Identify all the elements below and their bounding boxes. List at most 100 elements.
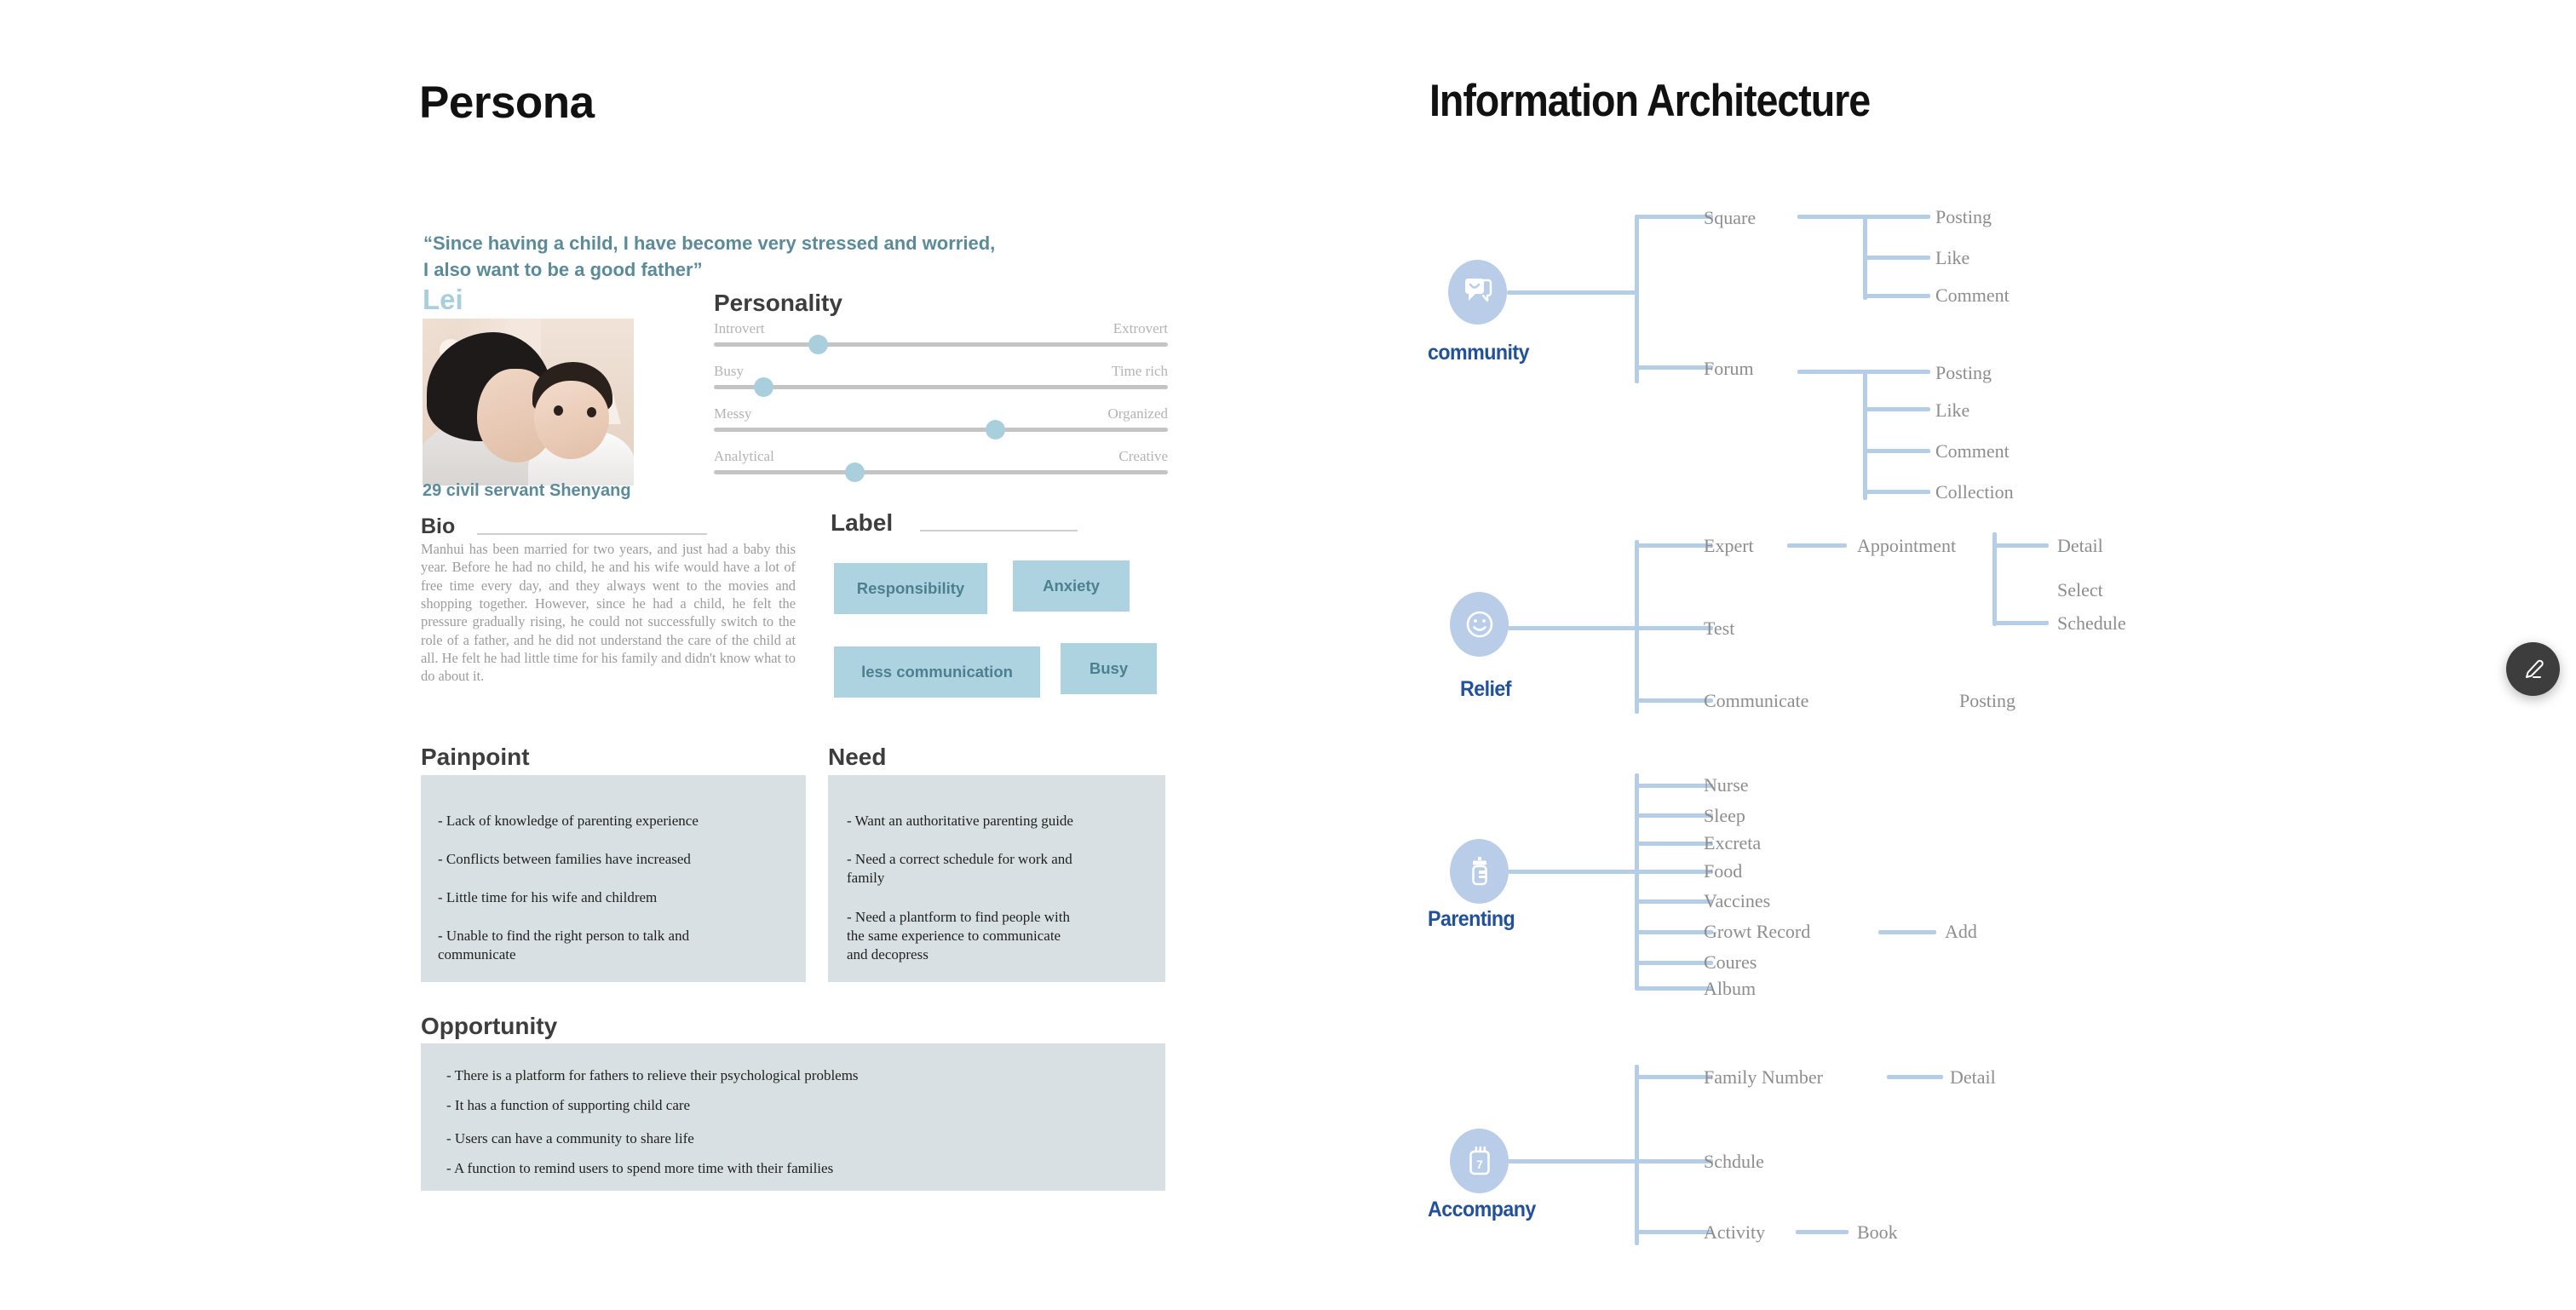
community-node-icon[interactable] (1448, 260, 1507, 325)
slider-row[interactable]: Messy Organized (714, 405, 1168, 448)
leaf-square[interactable]: Square (1704, 207, 1757, 228)
painpoint-item: - Little time for his wife and childrem (438, 889, 658, 905)
slider-label-left: Analytical (714, 448, 774, 464)
slider-row[interactable]: Busy Time rich (714, 363, 1168, 405)
connector (1787, 543, 1847, 548)
slider-knob[interactable] (808, 335, 829, 354)
leaf-sleep[interactable]: Sleep (1704, 805, 1745, 826)
persona-meta: 29 civil servant Shenyang (423, 481, 631, 500)
relief-node-icon[interactable] (1450, 592, 1509, 657)
need-item: - Want an authoritative parenting guide (847, 813, 1073, 829)
leaf-book[interactable]: Book (1857, 1221, 1898, 1243)
edit-fab-button[interactable] (2506, 642, 2560, 696)
leaf-add[interactable]: Add (1945, 921, 1977, 942)
opportunity-item: - A function to remind users to spend mo… (446, 1160, 834, 1176)
slider-row[interactable]: Introvert Extrovert (714, 320, 1168, 363)
connector (1863, 370, 1867, 500)
slider-knob[interactable] (985, 420, 1005, 440)
leaf-forum[interactable]: Forum (1704, 358, 1754, 379)
connector (1863, 256, 1930, 260)
calendar-7-icon: 7 (1469, 1146, 1490, 1175)
leaf-schdule[interactable]: Schdule (1704, 1151, 1764, 1172)
opportunity-item: - It has a function of supporting child … (446, 1097, 691, 1113)
slider-label-right: Organized (1107, 405, 1169, 422)
connector (1635, 1065, 1639, 1245)
leaf-album[interactable]: Album (1704, 978, 1757, 999)
slider-track[interactable] (714, 335, 1168, 354)
leaf-coures[interactable]: Coures (1704, 951, 1757, 973)
leaf-activity[interactable]: Activity (1704, 1221, 1766, 1243)
connector (1863, 490, 1930, 494)
parenting-node-icon[interactable] (1450, 839, 1509, 904)
page-title-persona: Persona (419, 78, 595, 128)
leaf-appointment[interactable]: Appointment (1857, 535, 1957, 556)
leaf-nurse[interactable]: Nurse (1704, 774, 1749, 796)
edit-pencil-icon (2525, 659, 2544, 678)
connector (1635, 215, 1713, 219)
leaf-vaccines[interactable]: Vaccines (1704, 890, 1771, 911)
connector (1508, 626, 1637, 630)
leaf-comment[interactable]: Comment (1935, 284, 2010, 306)
leaf-posting[interactable]: Posting (1959, 690, 2016, 711)
tag-less-communication[interactable]: less communication (834, 646, 1040, 698)
slider-label-right: Time rich (1112, 363, 1168, 379)
leaf-like[interactable]: Like (1935, 399, 1970, 421)
leaf-test[interactable]: Test (1704, 618, 1735, 639)
connector (1635, 986, 1713, 991)
personality-sliders: Introvert Extrovert Busy Time rich Messy… (714, 320, 1168, 491)
connector (1507, 290, 1637, 295)
painpoint-item: - Lack of knowledge of parenting experie… (438, 813, 699, 829)
leaf-select[interactable]: Select (2057, 579, 2103, 600)
leaf-expert[interactable]: Expert (1704, 535, 1754, 556)
slider-track[interactable] (714, 420, 1168, 440)
opportunity-item: - Users can have a community to share li… (446, 1130, 694, 1146)
leaf-schedule[interactable]: Schedule (2057, 612, 2126, 634)
leaf-comment[interactable]: Comment (1935, 440, 2010, 462)
parenting-node-label[interactable]: Parenting (1428, 907, 1515, 931)
leaf-collection[interactable]: Collection (1935, 481, 2014, 503)
accompany-node-label[interactable]: Accompany (1428, 1198, 1536, 1221)
accompany-node-icon[interactable]: 7 (1450, 1129, 1509, 1193)
need-heading: Need (828, 744, 887, 770)
label-heading: Label (831, 509, 894, 536)
connector (1635, 930, 1713, 934)
relief-node-label[interactable]: Relief (1460, 677, 1512, 701)
persona-name: Lei (423, 284, 463, 315)
leaf-like[interactable]: Like (1935, 247, 1970, 268)
leaf-growt-record[interactable]: Growt Record (1704, 921, 1811, 942)
connector (1863, 407, 1930, 411)
tag-busy[interactable]: Busy (1061, 643, 1157, 694)
opportunity-heading: Opportunity (421, 1013, 558, 1039)
connector (1796, 1230, 1849, 1234)
page-title-information-architecture: Information Architecture (1429, 76, 1871, 126)
leaf-family-number[interactable]: Family Number (1704, 1066, 1823, 1088)
connector (1508, 1159, 1637, 1163)
leaf-detail[interactable]: Detail (2057, 535, 2103, 556)
connector (1635, 784, 1713, 788)
leaf-food[interactable]: Food (1704, 860, 1743, 882)
slider-track[interactable] (714, 377, 1168, 397)
tag-responsibility[interactable]: Responsibility (834, 563, 987, 614)
label-divider (920, 530, 1078, 531)
painpoint-item: - Unable to find the right person to tal… (438, 928, 690, 962)
connector (1992, 621, 2049, 625)
slider-track[interactable] (714, 463, 1168, 482)
leaf-communicate[interactable]: Communicate (1704, 690, 1809, 711)
connector (1635, 813, 1713, 818)
leaf-detail[interactable]: Detail (1950, 1066, 1996, 1088)
leaf-posting[interactable]: Posting (1935, 362, 1992, 383)
painpoint-box: - Lack of knowledge of parenting experie… (421, 775, 806, 982)
slider-row[interactable]: Analytical Creative (714, 448, 1168, 491)
slider-knob[interactable] (844, 463, 865, 482)
connector (1992, 532, 1997, 626)
connector (1635, 961, 1713, 965)
leaf-excreta[interactable]: Excreta (1704, 832, 1762, 853)
tag-anxiety[interactable]: Anxiety (1013, 560, 1130, 612)
smiley-face-icon (1466, 611, 1492, 638)
slider-knob[interactable] (754, 377, 774, 397)
connector (1635, 1075, 1713, 1079)
painpoint-item: - Conflicts between families have increa… (438, 851, 691, 867)
community-node-label[interactable]: community (1428, 341, 1530, 365)
bio-heading: Bio (421, 514, 456, 538)
leaf-posting[interactable]: Posting (1935, 206, 1992, 227)
